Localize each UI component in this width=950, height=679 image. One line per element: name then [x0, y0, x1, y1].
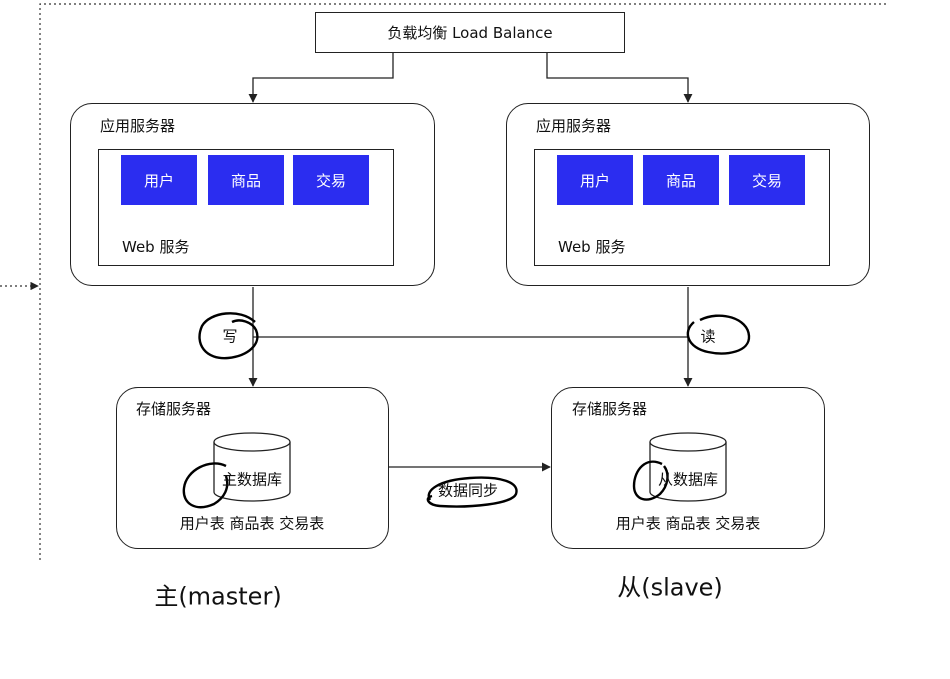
- app-server-2-title: 应用服务器: [536, 117, 612, 135]
- lb-to-app1-arrow: [248, 53, 394, 103]
- slave-caption: 从(slave): [617, 573, 723, 602]
- module-product-1: 商品: [208, 155, 284, 205]
- module-product-2: 商品: [643, 155, 719, 205]
- storage-server-slave: [551, 387, 825, 549]
- storage-server-slave-title: 存储服务器: [572, 400, 648, 418]
- module-user-2: 用户: [557, 155, 633, 205]
- master-caption: 主(master): [154, 582, 282, 611]
- scribble-circle-write: [198, 312, 259, 360]
- read-label: 读: [698, 325, 718, 347]
- module-trade-2: 交易: [729, 155, 805, 205]
- module-user-1: 用户: [121, 155, 197, 205]
- module-trade-1: 交易: [293, 155, 369, 205]
- write-label: 写: [220, 325, 240, 347]
- scribble-circle-read: [686, 314, 751, 355]
- master-tables-label: 用户表 商品表 交易表: [179, 514, 325, 533]
- dashed-frame: [39, 3, 888, 560]
- storage-server-master: [116, 387, 389, 549]
- scribble-circle-sync: [426, 476, 518, 508]
- slave-tables-label: 用户表 商品表 交易表: [615, 514, 761, 533]
- web-service-label-1: Web 服务: [122, 238, 190, 256]
- load-balancer-label: 负载均衡 Load Balance: [387, 24, 553, 42]
- load-balancer-box: 负载均衡 Load Balance: [315, 12, 625, 53]
- scribble-circle-master-db: [182, 462, 229, 509]
- scribble-circle-slave-db: [632, 460, 669, 501]
- web-service-label-2: Web 服务: [558, 238, 626, 256]
- sync-label: 数据同步: [437, 481, 499, 500]
- app-server-1-title: 应用服务器: [100, 117, 176, 135]
- slave-db-cylinder: [649, 432, 727, 502]
- master-db-label: 主数据库: [221, 470, 283, 489]
- lb-to-app2-arrow: [546, 53, 693, 103]
- storage-server-master-title: 存储服务器: [136, 400, 212, 418]
- master-db-cylinder: [213, 432, 291, 502]
- slave-db-label: 从数据库: [657, 470, 719, 489]
